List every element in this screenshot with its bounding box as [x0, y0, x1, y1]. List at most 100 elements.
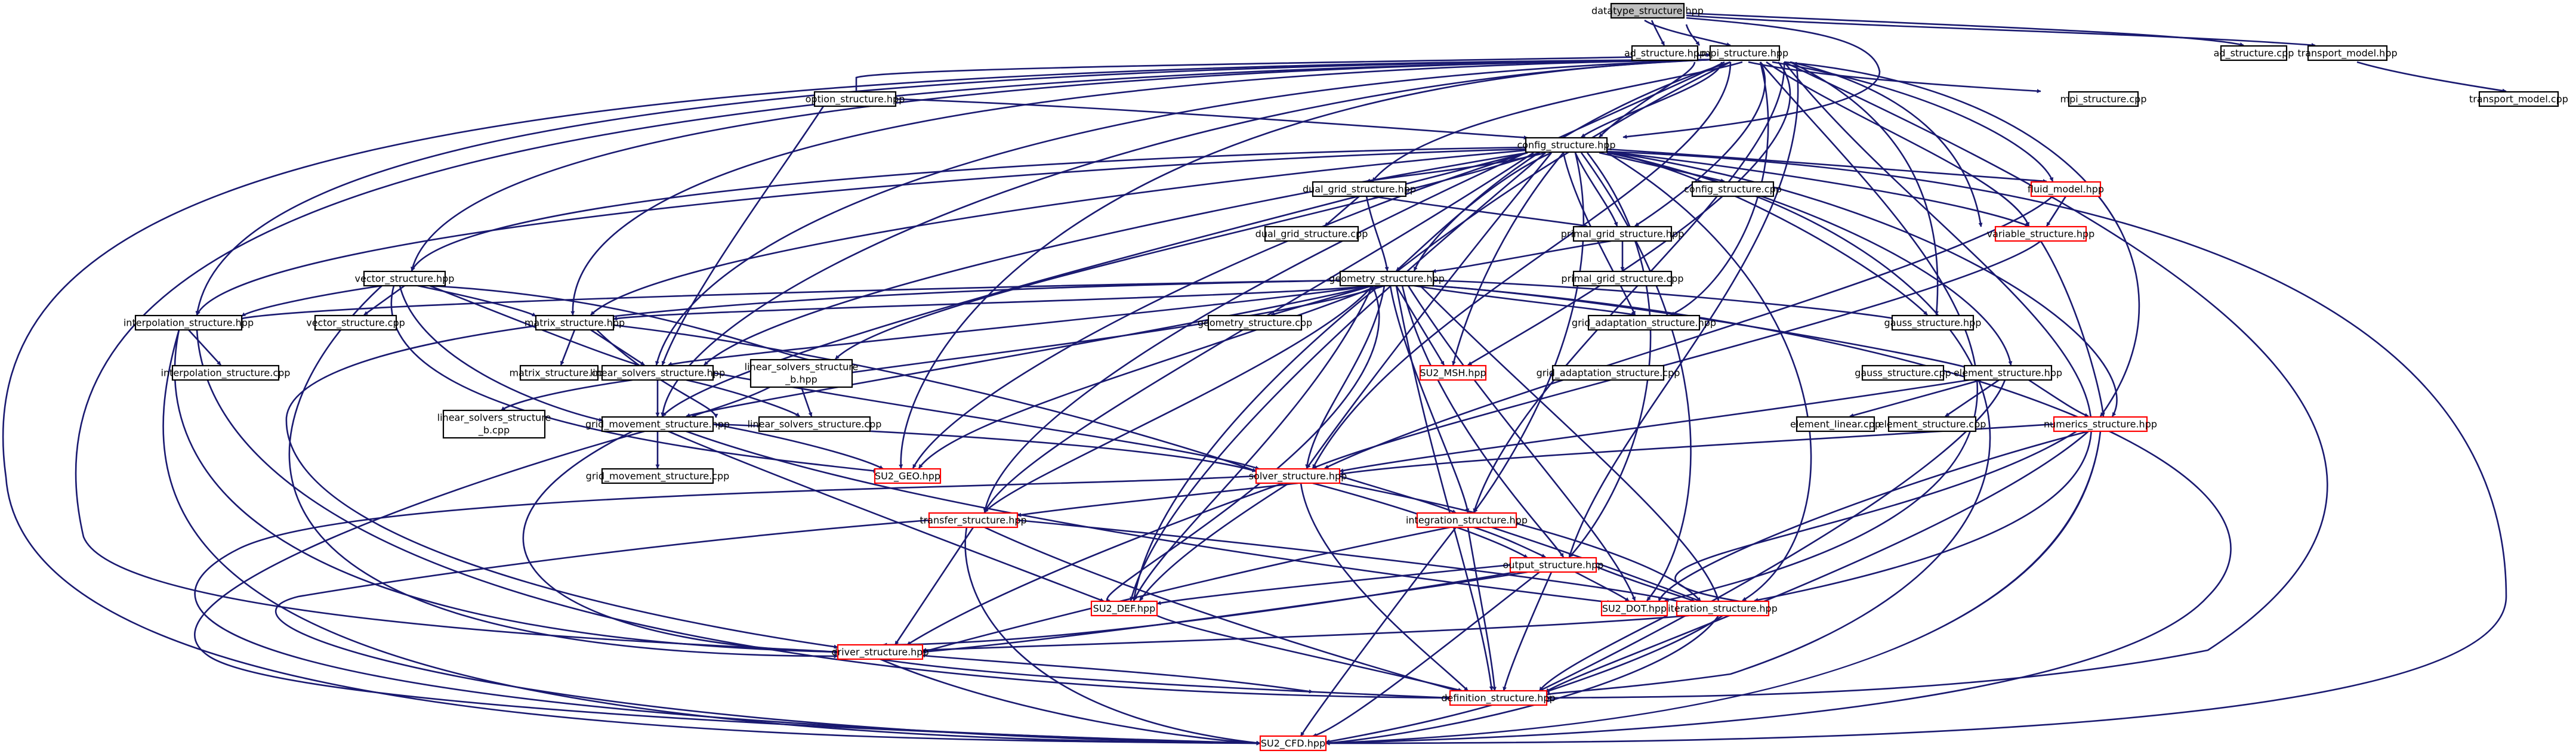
include-edge	[174, 329, 838, 654]
node-label: SU2_CFD.hpp	[1261, 738, 1325, 750]
include-edge	[1305, 285, 1386, 469]
node-label: ad_structure.hpp	[1624, 48, 1705, 60]
include-edge	[1300, 527, 1457, 737]
node-label: SU2_GEO.hpp	[875, 471, 940, 483]
node-label: interpolation_structure.cpp	[161, 367, 291, 379]
include-edge	[162, 329, 1261, 746]
include-edge	[692, 386, 770, 418]
include-edge	[880, 658, 1261, 746]
include-edge	[1017, 519, 1689, 605]
node-output-structure-hpp[interactable]: output_structure.hpp	[1503, 557, 1604, 573]
include-edge	[522, 430, 838, 654]
node-label: solver_structure.hpp	[1249, 471, 1347, 483]
node-mpi-structure-cpp[interactable]: mpi_structure.cpp	[2060, 91, 2147, 107]
node-primal-grid-structure-hpp[interactable]: primal_grid_structure.hpp	[1561, 225, 1685, 242]
include-edge	[1324, 196, 2053, 469]
node-geometry-structure-hpp[interactable]: geometry_structure.hpp	[1329, 270, 1445, 287]
node-linear-solvers-structure-hpp[interactable]: linear_solvers_structure.hpp	[590, 364, 725, 381]
node-su2-dot-hpp[interactable]: SU2_DOT.hpp	[1600, 600, 1668, 617]
node-driver-structure-hpp[interactable]: driver_structure.hpp	[831, 644, 929, 660]
node-ad-structure-hpp[interactable]: ad_structure.hpp	[1624, 45, 1705, 61]
include-edge	[1312, 240, 2041, 469]
node-su2-geo-hpp[interactable]: SU2_GEO.hpp	[874, 468, 942, 484]
node-vector-structure-hpp[interactable]: vector_structure.hpp	[355, 270, 455, 287]
node-variable-structure-hpp[interactable]: variable_structure.hpp	[1987, 225, 2095, 242]
node-element-linear-cpp[interactable]: element_linear.cpp	[1790, 416, 1881, 432]
node-label: gauss_structure.hpp	[1884, 317, 1982, 329]
node-solver-structure-hpp[interactable]: solver_structure.hpp	[1249, 468, 1347, 484]
node-config-structure-cpp[interactable]: config_structure.cpp	[1684, 181, 1782, 197]
node-su2-def-hpp[interactable]: SU2_DEF.hpp	[1090, 600, 1158, 617]
node-grid-movement-structure-hpp[interactable]: grid_movement_structure.hpp	[585, 416, 730, 432]
node-transfer-structure-hpp[interactable]: transfer_structure.hpp	[920, 512, 1027, 529]
node-label: gauss_structure.cpp	[1855, 367, 1951, 379]
node-label: _b.hpp	[785, 374, 817, 386]
include-edge	[274, 519, 1261, 746]
node-matrix-structure-cpp[interactable]: matrix_structure.cpp	[510, 364, 609, 381]
node-grid-adaptation-structure-cpp[interactable]: grid_adaptation_structure.cpp	[1537, 364, 1680, 381]
node-mpi-structure-hpp[interactable]: mpi_structure.hpp	[1701, 45, 1788, 61]
node-gauss-structure-cpp[interactable]: gauss_structure.cpp	[1855, 364, 1951, 381]
include-edge	[922, 614, 1689, 653]
include-edge	[288, 285, 838, 659]
include-edge	[1401, 285, 1565, 558]
node-grid-movement-structure-cpp[interactable]: grid_movement_structure.cpp	[586, 468, 730, 484]
include-edge	[1849, 379, 1982, 418]
include-edge	[1538, 614, 1668, 691]
node-ad-structure-cpp[interactable]: ad_structure.cpp	[2214, 45, 2294, 61]
node-fluid-model-hpp[interactable]: fluid_model.hpp	[2028, 181, 2104, 197]
include-edge	[1545, 614, 1723, 693]
include-edge	[984, 285, 1374, 513]
node-element-structure-cpp[interactable]: element_structure.cpp	[1878, 416, 1986, 432]
node-label: dual_grid_structure.hpp	[1303, 184, 1416, 196]
node-element-structure-hpp[interactable]: element_structure.hpp	[1954, 364, 2062, 381]
include-edge	[1491, 526, 1701, 602]
node-su2-cfd-hpp[interactable]: SU2_CFD.hpp	[1259, 735, 1327, 752]
node-config-structure-hpp[interactable]: config_structure.hpp	[1517, 137, 1616, 153]
node-label: element_structure.hpp	[1954, 367, 2062, 379]
node-interpolation-structure-cpp[interactable]: interpolation_structure.cpp	[161, 364, 291, 381]
node-label: matrix_structure.hpp	[525, 317, 625, 329]
node-su2-msh-hpp[interactable]: SU2_MSH.hpp	[1419, 364, 1487, 381]
include-edge	[894, 527, 974, 645]
node-grid-adaptation-structure-hpp[interactable]: grid_adaptation_structure.hpp	[1572, 314, 1716, 331]
include-edge	[1312, 61, 1732, 469]
include-edge	[1562, 152, 1636, 316]
include-edge	[1156, 614, 1463, 692]
include-edge	[285, 279, 1341, 649]
node-primal-grid-structure-cpp[interactable]: primal_grid_structure.cpp	[1561, 270, 1684, 287]
node-transport-model-hpp[interactable]: transport_model.hpp	[2297, 45, 2398, 61]
node-label: primal_grid_structure.cpp	[1561, 273, 1683, 285]
include-edge	[1473, 152, 1585, 513]
node-dual-grid-structure-hpp[interactable]: dual_grid_structure.hpp	[1303, 181, 1416, 197]
node-linear-solvers-structure-b-hpp[interactable]: linear_solvers_structure _b.hpp	[745, 359, 859, 388]
include-edge	[1575, 571, 1630, 602]
include-edge	[429, 285, 639, 366]
node-gauss-structure-hpp[interactable]: gauss_structure.hpp	[1884, 314, 1982, 331]
include-edge	[704, 152, 1528, 366]
node-label: geometry_structure.hpp	[1329, 273, 1445, 285]
include-edge	[661, 106, 825, 366]
node-matrix-structure-hpp[interactable]: matrix_structure.hpp	[525, 314, 625, 331]
include-edge	[75, 58, 1713, 654]
node-geometry-structure-cpp[interactable]: geometry_structure.cpp	[1198, 314, 1312, 331]
node-definition-structure-hpp[interactable]: definition_structure.hpp	[1441, 690, 1556, 706]
node-option-structure-hpp[interactable]: option_structure.hpp	[806, 91, 905, 107]
node-label: config_structure.hpp	[1517, 140, 1615, 152]
node-dual-grid-structure-cpp[interactable]: dual_grid_structure.cpp	[1255, 225, 1368, 242]
node-interpolation-structure-hpp[interactable]: interpolation_structure.hpp	[124, 314, 254, 331]
include-edge	[855, 52, 1711, 92]
node-transport-model-cpp[interactable]: transport_model.cpp	[2469, 91, 2568, 107]
include-edge	[1766, 61, 2030, 227]
node-label: transport_model.hpp	[2297, 48, 2397, 60]
node-linear-solvers-structure-cpp[interactable]: linear_solvers_structure.cpp	[748, 416, 882, 432]
node-linear-solvers-structure-b-cpp[interactable]: linear_solvers_structure _b.cpp	[437, 409, 551, 439]
include-edge	[1606, 150, 2029, 227]
node-vector-structure-cpp[interactable]: vector_structure.cpp	[306, 314, 405, 331]
node-iteration-structure-hpp[interactable]: iteration_structure.hpp	[1668, 600, 1778, 617]
include-edge	[880, 658, 1451, 700]
node-integration-structure-hpp[interactable]: integration_structure.hpp	[1406, 512, 1528, 529]
node-numerics-structure-hpp[interactable]: numerics_structure.hpp	[2044, 416, 2157, 432]
include-edge	[1395, 285, 1494, 691]
node-datatype-structure-hpp[interactable]: datatype_structure.hpp	[1591, 2, 1704, 19]
